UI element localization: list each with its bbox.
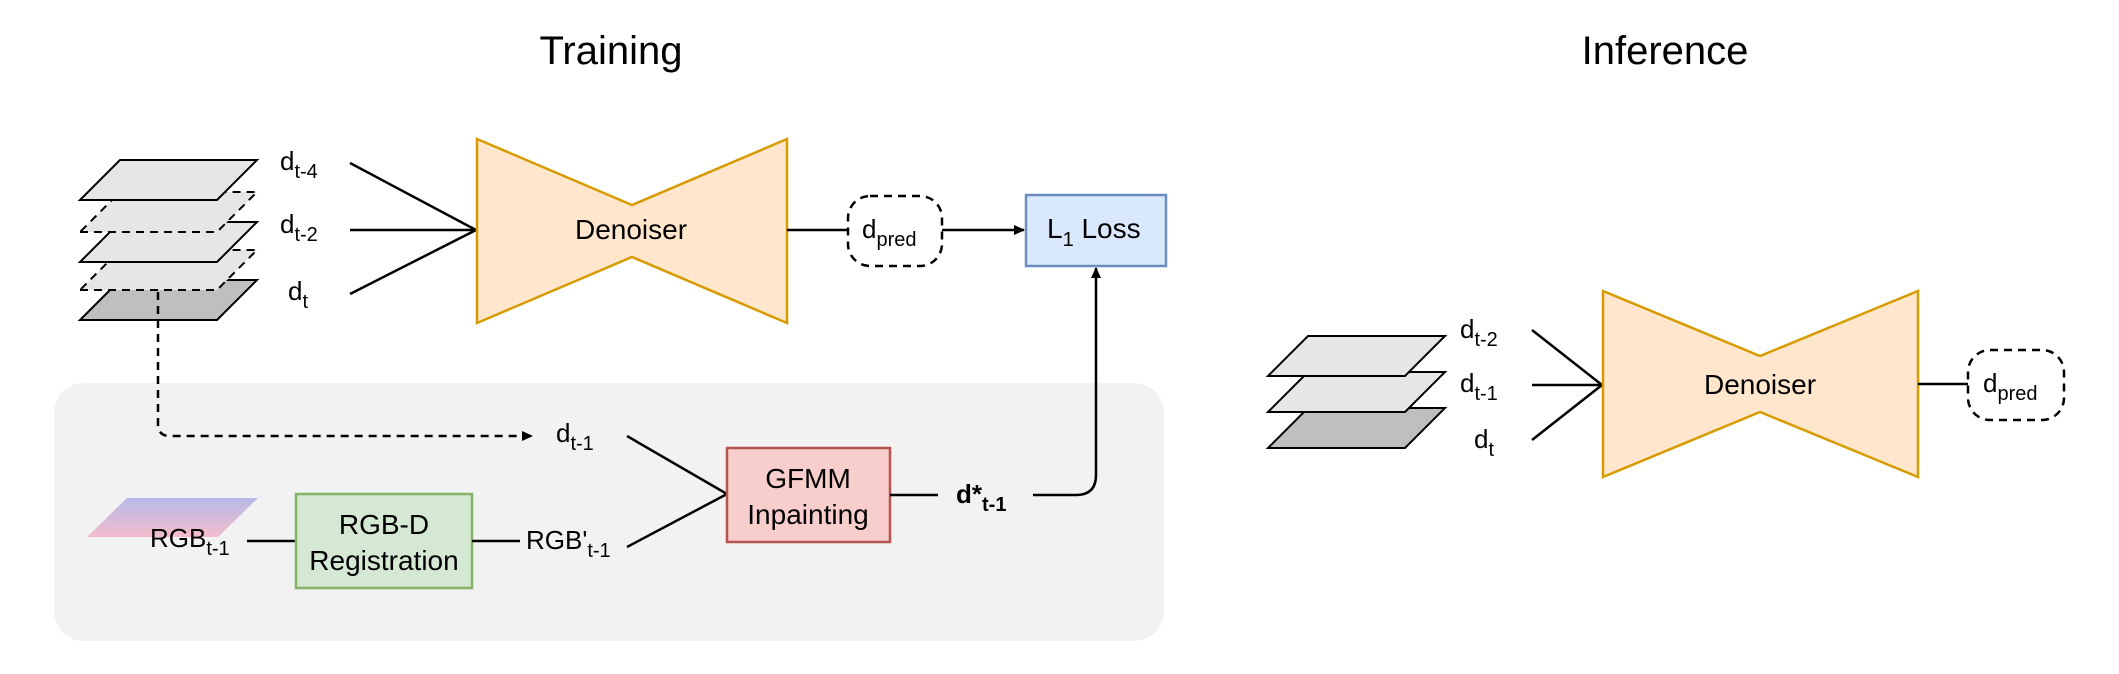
training-input-dt4: dt-4	[280, 146, 318, 183]
gfmm-input-connectors	[626, 434, 728, 549]
gfmm-inpainting-box: GFMM Inpainting	[725, 446, 892, 544]
inference-dpred-node: dpred	[1966, 348, 2066, 422]
inference-denoiser-label: Denoiser	[1704, 369, 1816, 400]
stack-to-dt1-dashed-arrow	[156, 292, 533, 441]
training-input-dt2: dt-2	[280, 209, 318, 246]
svg-text:dpred: dpred	[862, 214, 917, 251]
training-depth-stack-icon	[77, 159, 260, 321]
svg-text:Registration: Registration	[309, 545, 458, 576]
training-dpred-node: dpred	[846, 194, 944, 268]
inference-input-dt: dt	[1474, 424, 1494, 461]
svg-text:dpred: dpred	[1983, 368, 2038, 405]
inference-denoiser: Denoiser	[1601, 289, 1920, 479]
dstar-output-label: d*t-1	[956, 479, 1006, 516]
training-input-connectors	[349, 161, 477, 296]
inference-input-connectors	[1531, 329, 1603, 441]
inference-input-dt1: dt-1	[1460, 368, 1498, 405]
rgb-image-icon	[87, 498, 258, 537]
panel-input-dt1: dt-1	[556, 418, 594, 455]
rgb-prime-label: RGB't-1	[526, 525, 611, 562]
svg-text:RGB-D: RGB-D	[339, 509, 429, 540]
svg-text:GFMM: GFMM	[765, 463, 851, 494]
inference-denoiser-shape	[1601, 289, 1920, 479]
training-denoiser-shape	[475, 137, 789, 325]
training-input-dt: dt	[288, 276, 308, 313]
dstar-to-loss-arrow	[1033, 267, 1101, 497]
inference-depth-stack-icon	[1265, 335, 1448, 449]
rgbd-registration-box: RGB-D Registration	[294, 492, 474, 590]
rgb-input-label: RGBt-1	[150, 523, 230, 560]
training-title: Training	[539, 29, 682, 73]
svg-text:Inpainting: Inpainting	[747, 499, 868, 530]
training-denoiser: Denoiser	[475, 137, 789, 325]
inference-input-dt2: dt-2	[1460, 314, 1498, 351]
training-denoiser-label: Denoiser	[575, 214, 687, 245]
l1-loss-box: L1 Loss	[1024, 193, 1168, 268]
inference-title: Inference	[1582, 29, 1749, 73]
svg-text:L1 Loss: L1 Loss	[1047, 213, 1141, 251]
